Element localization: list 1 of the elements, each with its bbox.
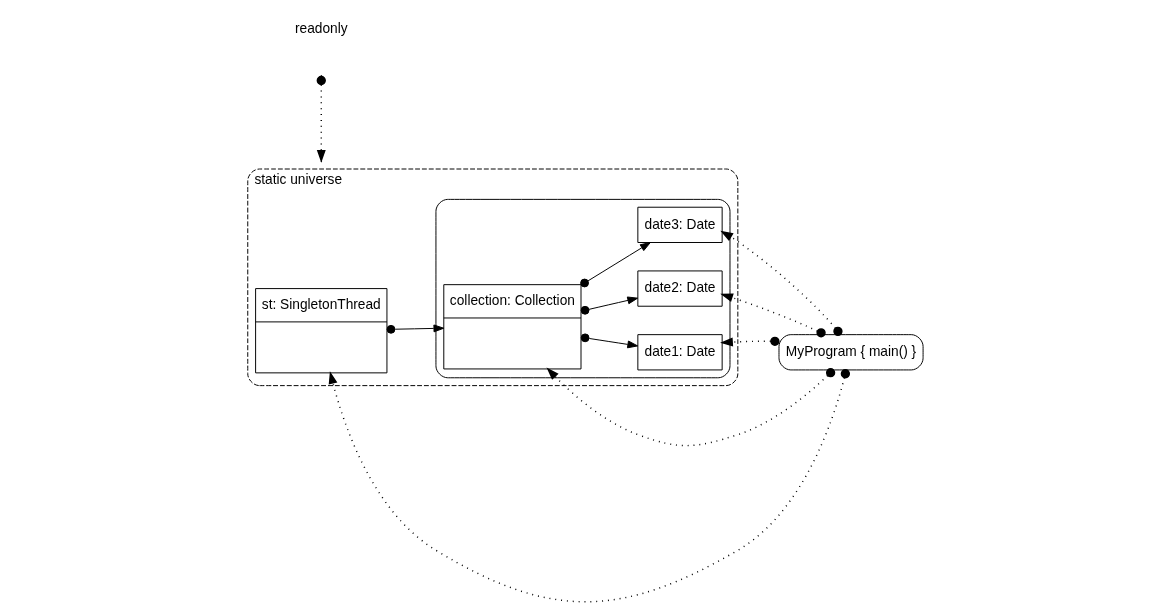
legend-label: readonly xyxy=(294,21,348,37)
